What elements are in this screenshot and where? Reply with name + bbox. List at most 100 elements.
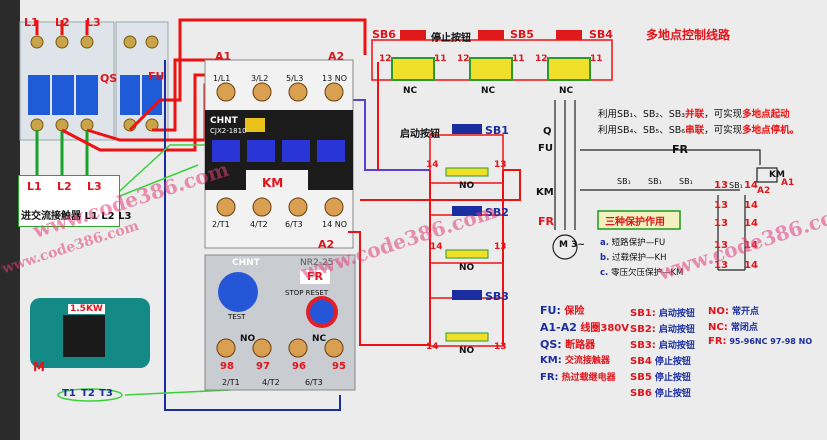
protection-title: 三种保护作用 bbox=[605, 217, 665, 228]
sch-13-5: 13 bbox=[714, 260, 728, 271]
start1-14: 14 bbox=[426, 160, 439, 170]
motor-t1: T1 bbox=[62, 388, 76, 399]
legend-no: NO: 常开点 bbox=[708, 306, 760, 317]
stop-12-b: 12 bbox=[457, 54, 470, 64]
callout-l2: L2 bbox=[57, 180, 72, 193]
sch-14-2: 14 bbox=[744, 200, 758, 211]
sch-a2: A2 bbox=[757, 186, 771, 196]
stop-nc-2: NC bbox=[481, 86, 496, 96]
stop-sb5: SB5 bbox=[510, 28, 534, 41]
start3-13: 13 bbox=[494, 342, 507, 352]
start-sb1: SB1 bbox=[485, 124, 509, 137]
callout-l3: L3 bbox=[87, 180, 102, 193]
start3-14: 14 bbox=[426, 342, 439, 352]
start-buttons-graphic bbox=[445, 124, 489, 342]
legend-sb2: SB2: 启动按钮 bbox=[630, 324, 695, 335]
sch-13-2: 13 bbox=[714, 200, 728, 211]
label-fu: FU bbox=[148, 70, 165, 83]
start-button-caption: 启动按钮 bbox=[400, 129, 440, 140]
protection-b: b. 过载保护—KH bbox=[600, 253, 667, 263]
sch-sb1-c: SB₁ bbox=[679, 177, 693, 186]
label-qs: QS bbox=[100, 72, 118, 85]
relay-test: TEST bbox=[228, 313, 246, 321]
relay-bterm-1: 2/T1 bbox=[222, 378, 240, 387]
stop-11-a: 11 bbox=[434, 54, 447, 64]
sch-13-3: 13 bbox=[714, 218, 728, 229]
contactor-term-2: 3/L2 bbox=[251, 74, 269, 83]
relay-nc-label: NC bbox=[312, 334, 327, 344]
relay-fr-label: FR bbox=[307, 270, 323, 283]
protection-a: a. 短路保护—FU bbox=[600, 238, 666, 248]
legend-fu: FU: 保险 bbox=[540, 304, 585, 317]
sch-km: KM bbox=[536, 187, 554, 198]
motor-power: 1.5KW bbox=[68, 304, 105, 314]
stop-12-a: 12 bbox=[379, 54, 392, 64]
contactor-term-1: 1/L1 bbox=[213, 74, 231, 83]
legend-sb3: SB3: 启动按钮 bbox=[630, 340, 695, 351]
relay-bterm-3: 6/T3 bbox=[305, 378, 323, 387]
legend-sb1: SB1: 启动按钮 bbox=[630, 308, 695, 319]
stop-button-caption: 停止按钮 bbox=[431, 33, 471, 44]
start-no-1: NO bbox=[459, 181, 475, 191]
stop-nc-1: NC bbox=[403, 86, 418, 96]
start1-13: 13 bbox=[494, 160, 507, 170]
stop-12-c: 12 bbox=[535, 54, 548, 64]
legend-nc: NC: 常闭点 bbox=[708, 322, 758, 333]
motor-t3: T3 bbox=[99, 388, 113, 399]
sch-sb1-b: SB₁ bbox=[648, 177, 662, 186]
callout-caption: 进交流接触器 L1 L2 L3 bbox=[21, 211, 132, 222]
contactor-brand: CHNT bbox=[210, 116, 238, 126]
start-no-2: NO bbox=[459, 263, 475, 273]
sch-fr-left: FR bbox=[538, 215, 554, 228]
contactor-bterm-2: 4/T2 bbox=[250, 220, 268, 229]
label-a1: A1 bbox=[215, 50, 232, 63]
note-series: 利用SB₄、SB₅、SB₆串联，可实现多地点停机。 bbox=[598, 125, 800, 136]
contactor-bterm-1: 2/T1 bbox=[212, 220, 230, 229]
title: 多地点控制线路 bbox=[646, 28, 731, 42]
sch-q: Q bbox=[543, 126, 552, 137]
sch-13-1: 13 bbox=[714, 180, 728, 191]
sch-sb1-d: SB₁ bbox=[729, 181, 743, 190]
contactor-term-3: 5/L3 bbox=[286, 74, 304, 83]
stop-nc-3: NC bbox=[559, 86, 574, 96]
legend-sb5: SB5 停止按钮 bbox=[630, 372, 691, 383]
label-l1-top: L1 bbox=[24, 16, 39, 29]
relay-bterm-2: 4/T2 bbox=[262, 378, 280, 387]
relay-98: 98 bbox=[220, 361, 234, 372]
sch-14-3: 14 bbox=[744, 218, 758, 229]
stop-11-c: 11 bbox=[590, 54, 603, 64]
legend-km: KM: 交流接触器 bbox=[540, 355, 610, 366]
start-sb3: SB3 bbox=[485, 290, 509, 303]
sch-a1: A1 bbox=[781, 178, 795, 188]
label-a2-bottom: A2 bbox=[318, 238, 335, 251]
stop-sb6: SB6 bbox=[372, 28, 396, 41]
legend-fr-contacts: FR: 95-96NC 97-98 NO bbox=[708, 336, 813, 347]
legend-qs: QS: 断路器 bbox=[540, 338, 596, 351]
protection-c: c. 零压欠压保护—KM bbox=[600, 268, 684, 278]
relay-no-label: NO bbox=[240, 334, 256, 344]
relay-fr-tag bbox=[300, 270, 330, 284]
stop-buttons-graphic bbox=[391, 30, 591, 81]
sch-13-4: 13 bbox=[714, 240, 728, 251]
note-parallel: 利用SB₁、SB₂、SB₃并联，可实现多地点起动 bbox=[598, 109, 790, 120]
sch-fu: FU bbox=[538, 143, 553, 154]
relay-stop-reset: STOP RESET bbox=[285, 289, 329, 297]
relay-model: NR2-25 bbox=[300, 258, 334, 268]
sch-14-1: 14 bbox=[744, 180, 758, 191]
sch-fr-top: FR bbox=[672, 143, 688, 156]
relay-brand: CHNT bbox=[232, 258, 260, 268]
sch-14-5: 14 bbox=[744, 260, 758, 271]
legend-fr: FR: 热过载继电器 bbox=[540, 372, 616, 383]
label-a2-top: A2 bbox=[328, 50, 345, 63]
sch-14-4: 14 bbox=[744, 240, 758, 251]
motor-m: M bbox=[33, 360, 45, 374]
label-l2-top: L2 bbox=[55, 16, 70, 29]
contactor-term-4: 13 NO bbox=[322, 74, 348, 83]
relay-97: 97 bbox=[256, 361, 270, 372]
contactor-km: KM bbox=[262, 176, 284, 190]
contactor-bterm-4: 14 NO bbox=[322, 220, 348, 229]
stop-sb4: SB4 bbox=[589, 28, 613, 41]
sch-motor: M 3~ bbox=[559, 240, 585, 250]
